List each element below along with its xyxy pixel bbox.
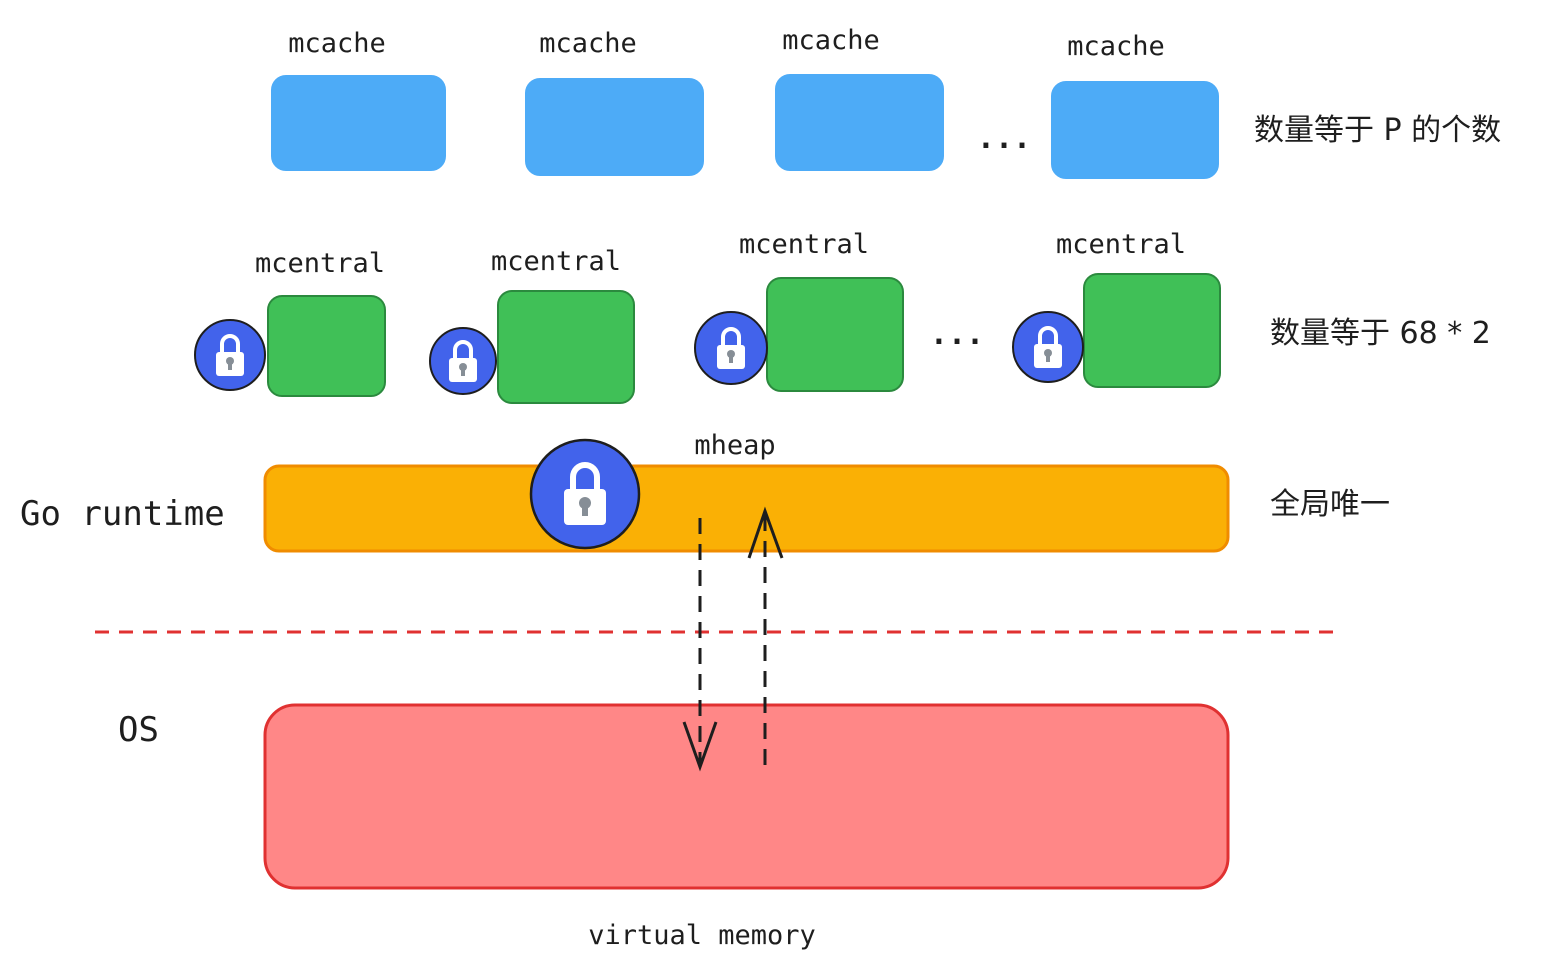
mcentral-label: mcentral (739, 229, 869, 260)
mcentral-block (1083, 273, 1221, 388)
mcache-label: mcache (1067, 31, 1165, 62)
go-runtime-label: Go runtime (20, 494, 225, 534)
mcache-block (775, 74, 944, 171)
mcentral-label: mcentral (255, 248, 385, 279)
mcache-row: mcache mcache mcache mcache ... 数量等于 P 的… (271, 25, 1501, 179)
mheap-bar (263, 464, 1230, 553)
mcentral-block (267, 295, 386, 397)
mcentral-label: mcentral (491, 246, 621, 277)
virtual-memory-block (263, 703, 1230, 890)
allocate-arrow (682, 518, 718, 772)
lock-icon (529, 438, 641, 550)
virtual-memory-label: virtual memory (588, 920, 816, 951)
mcache-count-note: 数量等于 P 的个数 (1254, 113, 1501, 148)
mheap-group: mheap 全局唯一 (263, 430, 1390, 553)
mcache-block (271, 75, 446, 171)
mcentral-block (766, 277, 904, 392)
lock-icon (194, 319, 266, 391)
os-label: OS (118, 710, 159, 750)
mcache-label: mcache (288, 28, 386, 59)
lock-icon (1012, 311, 1084, 383)
mcentral-ellipsis: ... (930, 317, 984, 352)
mcentral-label: mcentral (1056, 229, 1186, 260)
mcache-label: mcache (539, 28, 637, 59)
mheap-label: mheap (694, 430, 775, 461)
mcentral-count-note: 数量等于 68 * 2 (1270, 316, 1491, 351)
lock-icon (694, 311, 768, 385)
release-arrow (747, 506, 784, 772)
mcache-block (525, 78, 704, 176)
mcache-ellipsis: ... (977, 121, 1031, 156)
mcentral-row: mcentral mcentral mcentral mcentral (194, 229, 1491, 404)
lock-icon (429, 327, 497, 395)
mcentral-block (497, 290, 635, 404)
mheap-note: 全局唯一 (1270, 487, 1390, 522)
mcache-block (1051, 81, 1219, 179)
mcache-label: mcache (782, 25, 880, 56)
